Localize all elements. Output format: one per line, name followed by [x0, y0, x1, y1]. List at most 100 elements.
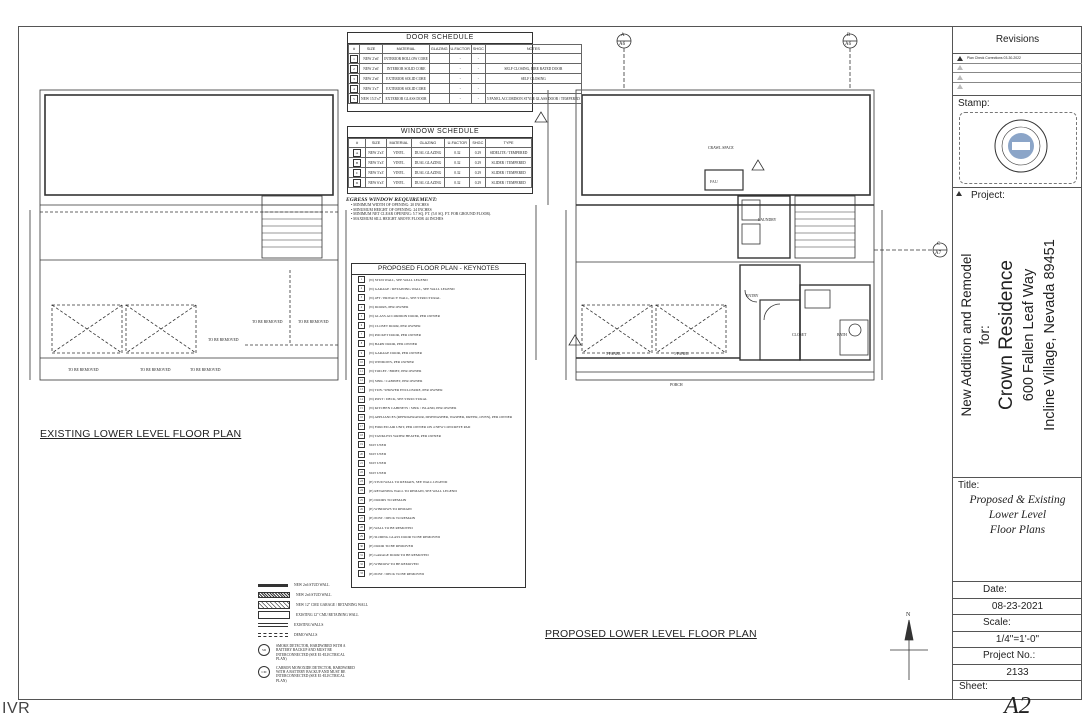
egress-requirements: EGRESS WINDOW REQUIREMENT: • MINIMUM WID…	[346, 197, 546, 221]
legend-label: NEW 2x6 STUD WALL	[294, 583, 330, 587]
section-mark-a-sheet: A6	[619, 42, 626, 47]
smoke-detector-icon: SD	[258, 644, 270, 656]
keynote-number: 23	[358, 478, 365, 486]
keynote-row: 4(N) DOORS, PER OWNER	[352, 303, 525, 312]
keynote-row: 25(E) DOORS TO REMAIN	[352, 496, 525, 505]
cell: NEW 2'x3'	[364, 147, 388, 158]
keynote-number: 29	[358, 533, 365, 541]
keynote-text: (N) GLASS ACCORDION DOOR, PER OWNER	[369, 314, 440, 319]
revision-text: Plan Check Corrections 03-30-2022	[967, 56, 1021, 61]
revision-row	[953, 72, 1082, 82]
keynote-number: 14	[358, 395, 365, 403]
room-porch: PORCH	[670, 383, 683, 387]
keynote-row: 32 (E) WINDOW TO BE REMOVED	[352, 560, 525, 569]
keynote-text: (N) GARAGE DOOR, PER OWNER	[369, 351, 422, 356]
stamp-frame	[959, 112, 1077, 184]
keynote-number: 10	[358, 358, 365, 366]
cell: 0.32	[444, 177, 471, 188]
title-line: Lower Level	[988, 509, 1047, 521]
keynote-text: NOT USED	[369, 461, 387, 466]
door-number: 2	[350, 64, 358, 73]
revision-triangle-icon	[957, 84, 963, 90]
project-number-label: Project No.:	[953, 648, 1082, 665]
keynote-row: 17(N) FORCED AIR UNIT, PER OWNER ON 4 NE…	[352, 422, 525, 431]
keynote-row: 8(N) BARN DOOR, PER OWNER	[352, 339, 525, 348]
cell: 0.32	[444, 167, 471, 178]
revision-row	[953, 81, 1082, 92]
sheet-number: A2	[1004, 693, 1031, 719]
keynote-text: (N) GARAGE / RETAINING WALL, SEE WALL LE…	[369, 286, 455, 291]
keynote-text: (E) WINDOW TO BE REMOVED	[369, 562, 419, 567]
cell: SIDELITE / TEMPERED	[485, 147, 532, 158]
keynote-text: (N) DOORS, PER OWNER	[369, 305, 409, 310]
egress-item-text: MINUMUM HEIGHT OF OPENING: 24 INCHES	[353, 207, 432, 212]
keynote-number: 18	[358, 432, 365, 440]
keynote-number: 32	[358, 560, 365, 568]
keynote-row: 33(E) POST / DECK TO BE REMOVED	[352, 569, 525, 578]
legend-item: NEW 12" CMU GARAGE / RETAINING WALL	[258, 600, 378, 610]
existing-plan-title: EXISTING LOWER LEVEL FLOOR PLAN	[40, 428, 242, 440]
room-bath: BATH	[837, 333, 847, 337]
keynote-row: 26(E) WINDOWS TO REMAIN	[352, 505, 525, 514]
keynote-row: 23 (E) STUD WALL TO REMAIN, SEE WALL LEGE…	[352, 477, 525, 486]
keynote-number: 28	[358, 524, 365, 532]
cell: -	[448, 63, 472, 74]
cell: -	[448, 83, 472, 94]
legend-item: DEMO WALLS	[258, 630, 378, 640]
room-crawl-space: CRAWL SPACE	[708, 146, 734, 150]
window-letter: C	[353, 168, 361, 177]
keynote-number: 21	[358, 459, 365, 467]
project-line-4: 600 Fallen Leaf Way	[1021, 268, 1037, 402]
col-header: SHGC	[470, 44, 486, 54]
keynote-text: (N) POCKET DOOR, PER OWNER	[369, 332, 421, 337]
cell: -	[470, 63, 486, 74]
cell: DUAL GLAZING	[410, 147, 446, 158]
project-revision-triangle-icon	[953, 188, 965, 199]
keynote-text: (N) POST / DECK, SEE STRUCTURAL	[369, 397, 428, 402]
keynote-number: 5	[358, 312, 365, 320]
window-schedule-table: # SIZE MATERIAL GLAZING U-FACTOR SHGC TY…	[348, 138, 532, 188]
cell	[428, 73, 450, 84]
watermark-logo: IVR	[2, 700, 31, 717]
keynote-text: (E) STUD WALL TO REMAIN, SEE WALL LEGEND	[369, 479, 448, 484]
col-header: TYPE	[485, 138, 532, 148]
cell: SELF CLOSING, FIRE RATED DOOR	[484, 63, 582, 74]
keynote-text: (E) POST / DECK TO REMAIN	[369, 516, 416, 521]
keynote-row: 28(E) WALL TO BE REMOVED	[352, 523, 525, 532]
cell: EXTERIOR SOLID CORE	[382, 83, 430, 94]
col-header: SIZE	[358, 44, 384, 54]
keynote-number: 17	[358, 423, 365, 431]
revision-triangle-icon	[957, 74, 963, 80]
scale-value: 1/4"=1'-0"	[953, 632, 1082, 648]
keynote-row: 2(N) GARAGE / RETAINING WALL, SEE WALL L…	[352, 284, 525, 293]
date-value: 08-23-2021	[953, 599, 1082, 615]
cell: INTERIOR SOLID CORE	[382, 63, 430, 74]
keynote-text: NOT USED	[369, 452, 387, 457]
cell: NEW 5'x3'	[364, 157, 388, 168]
revision-triangle-icon	[957, 55, 963, 61]
cell: 0.32	[444, 147, 471, 158]
keynote-row: 14 (N) POST / DECK, SEE STRUCTURAL	[352, 394, 525, 403]
keynote-number: 33	[358, 570, 365, 578]
keynote-number: 11	[358, 367, 365, 375]
cell: -	[448, 53, 472, 64]
cell: SLIDER / TEMPERED	[485, 157, 532, 168]
keynote-number: 9	[358, 349, 365, 357]
revision-triangle-icon	[957, 65, 963, 71]
keynotes-table: PROPOSED FLOOR PLAN - KEYNOTES 1(N) STUD…	[351, 263, 526, 588]
keynote-row: 27(E) POST / DECK TO REMAIN	[352, 514, 525, 523]
legend-item: NEW 2x6 STUD WALL	[258, 590, 378, 600]
keynote-text: (N) BARN DOOR, PER OWNER	[369, 341, 418, 346]
legend-swatch	[258, 592, 290, 598]
cell: SELF CLOSING	[484, 73, 582, 84]
cell: EXTERIOR SOLID CORE	[382, 73, 430, 84]
cell: NEW 6'x3'	[364, 177, 388, 188]
keynote-row: 18(N) TANKLESS WATER HEATER, PER OWNER	[352, 431, 525, 440]
egress-item-text: MINIMUM WIDTH OF OPENING: 20 INCHES	[353, 203, 429, 207]
keynote-text: NOT USED	[369, 442, 387, 447]
cell: NEW 5'x3'	[364, 167, 388, 178]
